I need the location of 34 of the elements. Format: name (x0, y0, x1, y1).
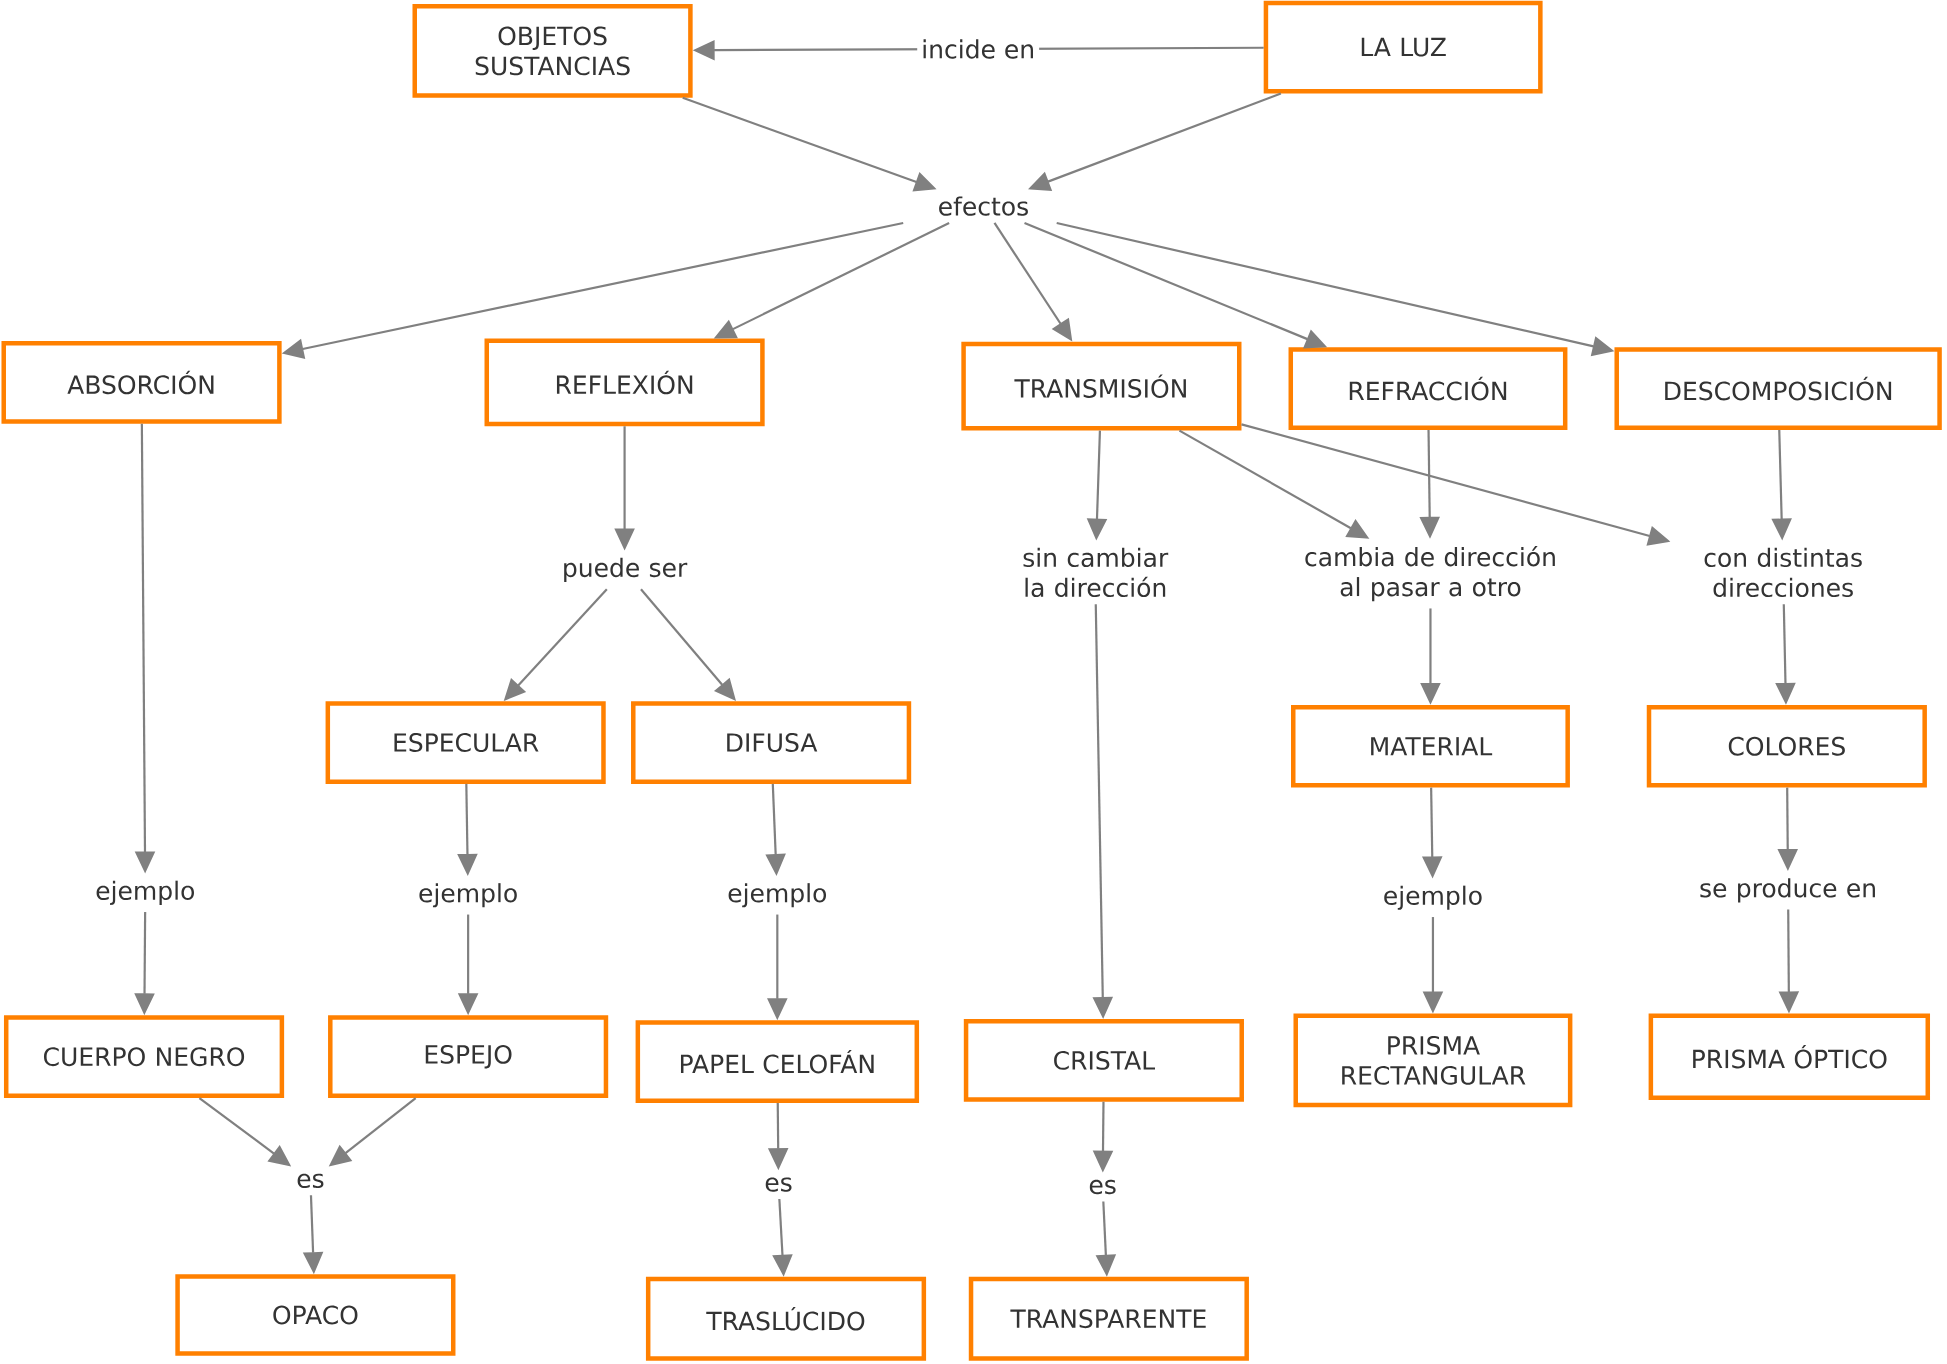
linking-phrase: es (1089, 1179, 1116, 1195)
concept-box: ABSORCIÓN (1, 341, 282, 424)
concept-box: TRANSMISIÓN (961, 341, 1242, 431)
concept-box: LA LUZ (1263, 0, 1543, 94)
concept-box: REFRACCIÓN (1288, 347, 1568, 430)
concept-box: COLORES (1646, 704, 1927, 788)
linking-phrase: ejemplo (419, 883, 517, 908)
linking-phrase: se produce en (1700, 878, 1875, 903)
linking-phrase: ejemplo (96, 880, 194, 905)
concept-box: TRASLÚCIDO (645, 1276, 927, 1361)
linking-phrase: efectos (939, 196, 1028, 216)
concept-box: CRISTAL (963, 1019, 1244, 1102)
concept-box: REFLEXIÓN (484, 338, 765, 427)
edge-label: incide en (917, 35, 1040, 63)
concept-box: ESPECULAR (325, 701, 606, 784)
linking-phrase: es (297, 1173, 324, 1189)
concept-box: PRISMA ÓPTICO (1648, 1013, 1930, 1100)
linking-phrase: ejemplo (1384, 885, 1482, 910)
linking-phrase: ejemplo (728, 883, 827, 908)
concept-box: PAPEL CELOFÁN (635, 1020, 920, 1103)
concept-box: PRISMA RECTANGULAR (1293, 1013, 1573, 1108)
concept-box: OPACO (175, 1274, 456, 1356)
concept-box: TRANSPARENTE (968, 1276, 1249, 1361)
linking-phrase: puede ser (564, 557, 688, 583)
linking-phrase: con distintas direcciones (1704, 547, 1862, 598)
concept-box: MATERIAL (1291, 704, 1570, 788)
linking-phrase: es (765, 1177, 792, 1192)
linking-phrase: sin cambiar la dirección (1023, 547, 1169, 598)
concept-box: DESCOMPOSICIÓN (1614, 347, 1942, 430)
concept-box: DIFUSA (631, 701, 912, 784)
concept-box: OBJETOS SUSTANCIAS (412, 3, 693, 98)
concept-box: ESPEJO (328, 1015, 609, 1099)
linking-phrase: cambia de dirección al pasar a otro (1305, 546, 1555, 602)
concept-box: CUERPO NEGRO (3, 1015, 285, 1099)
